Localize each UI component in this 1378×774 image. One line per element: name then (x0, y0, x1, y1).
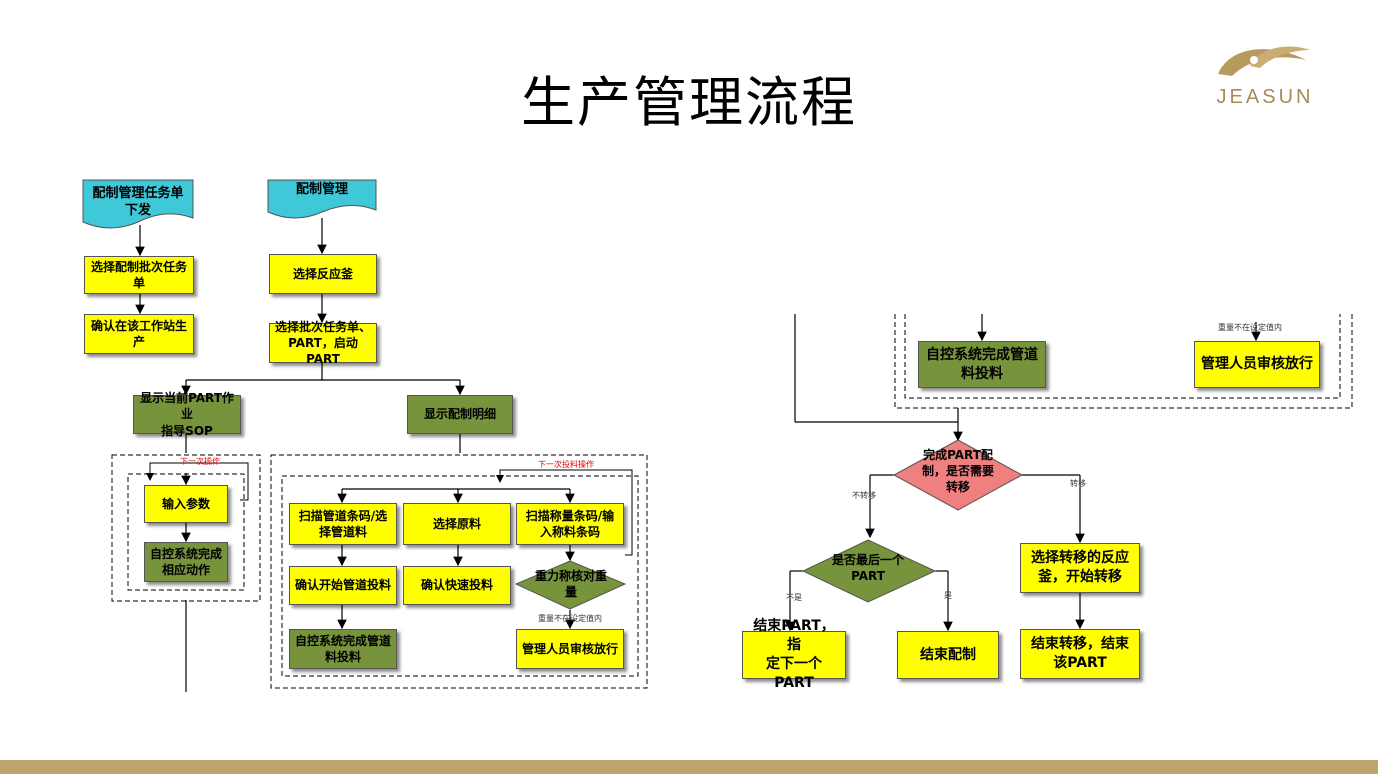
yes-label: 是 (944, 591, 952, 600)
doc-config-manage: 配制管理 (295, 182, 348, 197)
weight-check-diamond (514, 560, 627, 610)
doc-shape-2 (267, 179, 377, 219)
is-last-diamond (801, 539, 937, 603)
manager-release-box-left: 管理人员审核放行 (516, 629, 624, 669)
logo-text: JEASUN (1216, 86, 1314, 108)
no-transfer-label: 不转移 (852, 491, 876, 500)
show-sop-box: 显示当前PART作业 指导SOP (133, 391, 241, 438)
select-transfer-box: 选择转移的反应 釜，开始转移 (1020, 543, 1140, 593)
auto-pipe-box-left: 自控系统完成管道 料投料 (289, 629, 397, 669)
confirm-pipe-box: 确认开始管道投料 (289, 566, 397, 605)
end-config-box: 结束配制 (897, 631, 999, 679)
scan-pipe-box: 扫描管道条码/选 择管道料 (289, 503, 397, 545)
part-done-diamond (892, 439, 1024, 511)
doc-task-issue: 配制管理任务单 下发 (92, 186, 184, 218)
show-detail-box: 显示配制明细 (407, 395, 513, 434)
input-params-box: 输入参数 (144, 485, 228, 523)
scan-weigh-box: 扫描称量条码/输 入称料条码 (516, 503, 624, 545)
bottom-bar (0, 760, 1378, 774)
transfer-label: 转移 (1070, 479, 1086, 488)
end-transfer-box: 结束转移，结束 该PART (1020, 629, 1140, 679)
select-raw-box: 选择原料 (403, 503, 511, 545)
select-batch-box: 选择批次任务单、 PART，启动PART (269, 320, 377, 366)
auto-complete-box: 自控系统完成 相应动作 (144, 542, 228, 582)
part-done-label: 完成PART配 制，是否需要 转移 (921, 448, 994, 495)
jeasun-logo-icon (1218, 46, 1310, 76)
select-task-box: 选择配制批次任务 单 (84, 256, 194, 294)
next-feed-label: 下一次投料操作 (538, 460, 594, 469)
confirm-fast-box: 确认快速投料 (403, 566, 511, 605)
is-last-label: 是否最后一个 PART (831, 553, 904, 584)
confirm-station-box: 确认在该工作站生 产 (84, 314, 194, 354)
next-op-label: 下一次操作 (180, 457, 220, 466)
weight-out-label-left: 重量不在设定值内 (538, 614, 602, 623)
no-label: 不是 (786, 593, 802, 602)
weight-check-label: 重力称核对重 量 (534, 569, 607, 600)
page-title: 生产管理流程 (521, 71, 857, 134)
end-part-box: 结束PART，指 定下一个PART (742, 618, 846, 691)
doc-shape-1 (82, 179, 194, 229)
weight-out-label-right: 重量不在设定值内 (1218, 323, 1282, 332)
manager-release-box-right: 管理人员审核放行 (1194, 341, 1320, 388)
auto-pipe-box-right: 自控系统完成管道 料投料 (918, 341, 1046, 388)
select-kettle-box: 选择反应釜 (269, 254, 377, 294)
